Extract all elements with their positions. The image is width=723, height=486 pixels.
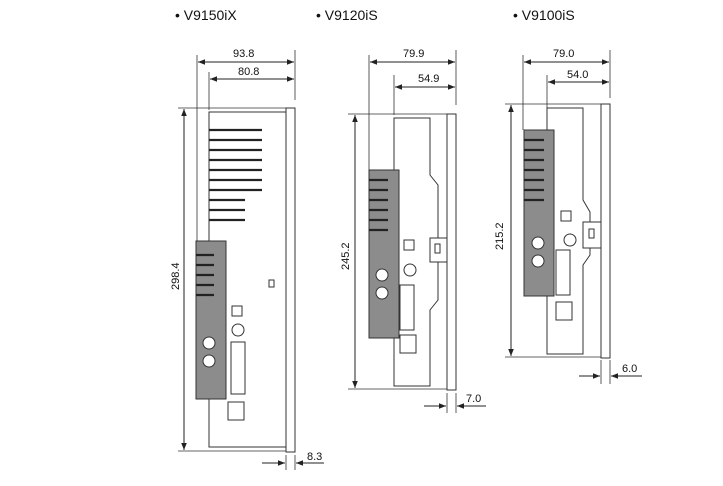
connector-port — [375, 268, 389, 282]
dimension-body-depth: 80.8 — [238, 66, 259, 78]
connector-port — [531, 254, 545, 268]
connector-port — [531, 236, 545, 250]
mounting-hole — [588, 228, 595, 239]
lan-port — [555, 301, 573, 321]
dimension-height: 215.2 — [494, 222, 506, 250]
dimension-panel: 6.0 — [622, 363, 637, 375]
heatsink-fins — [209, 128, 262, 222]
card-slot — [230, 341, 246, 395]
model-v9120is: • V9120iS 79.9 54.9 245.2 7.0 — [316, 7, 486, 413]
dimension-panel: 8.3 — [307, 451, 322, 463]
connector-port — [231, 305, 243, 317]
lan-port — [227, 401, 245, 421]
model-title: • V9150iX — [175, 7, 237, 23]
option-unit-fins — [196, 253, 214, 297]
model-title: • V9120iS — [316, 7, 378, 23]
connector-port — [231, 323, 245, 337]
option-unit-fins — [369, 178, 388, 232]
connector-port — [375, 286, 389, 300]
connector-port — [403, 239, 415, 251]
front-panel — [285, 107, 296, 453]
dimension-total-depth: 79.0 — [553, 48, 574, 60]
model-v9150ix: • V9150iX 93.8 80.8 298.4 8.3 — [170, 7, 324, 470]
dimension-body-depth: 54.0 — [567, 69, 588, 81]
option-unit — [368, 169, 400, 339]
card-slot — [399, 284, 415, 331]
mounting-hole — [268, 279, 275, 288]
option-unit — [523, 129, 555, 297]
connector-port — [560, 210, 572, 222]
connector-port — [563, 233, 577, 247]
model-v9100is: • V9100iS 79.0 54.0 215.2 6.0 — [494, 7, 642, 384]
card-slot — [555, 249, 571, 296]
dimension-height: 245.2 — [340, 242, 352, 270]
dimension-body-depth: 54.9 — [418, 73, 439, 85]
dimension-total-depth: 93.8 — [233, 48, 254, 60]
connector-port — [403, 263, 417, 277]
connector-port — [202, 336, 216, 350]
dimension-panel: 7.0 — [466, 393, 481, 405]
option-unit-fins — [524, 138, 544, 202]
mounting-hole — [434, 243, 441, 254]
connector-port — [202, 354, 216, 368]
front-panel — [600, 103, 611, 359]
model-title: • V9100iS — [513, 7, 575, 23]
lan-port — [399, 334, 417, 354]
dimension-total-depth: 79.9 — [403, 48, 424, 60]
front-panel — [446, 113, 457, 391]
dimension-height: 298.4 — [170, 262, 182, 290]
option-unit — [195, 240, 227, 400]
